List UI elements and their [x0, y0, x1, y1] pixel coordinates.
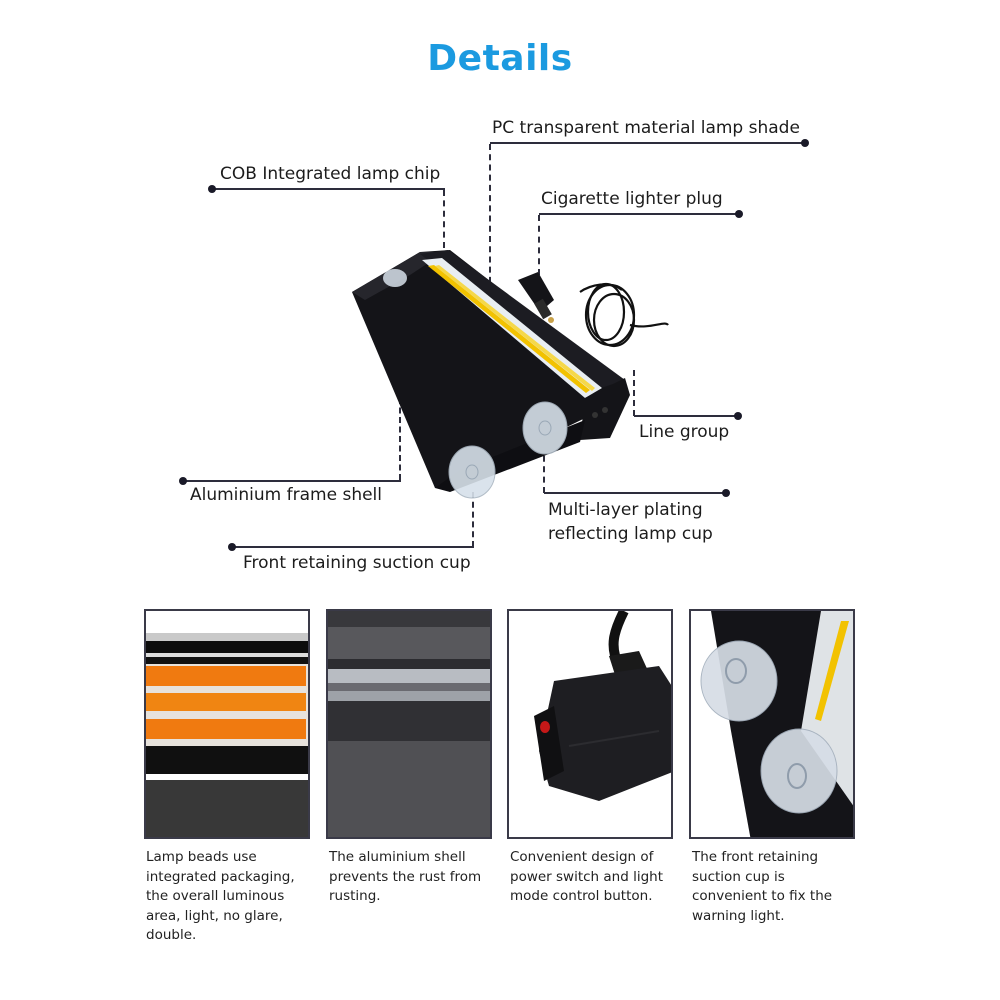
caption-line: Lamp beads use	[146, 849, 257, 865]
caption-line: convenient to fix the	[692, 888, 833, 904]
callout-pc-shade-leader	[489, 144, 491, 334]
caption-aluminium-shell: The aluminium shell prevents the rust fr…	[329, 848, 509, 907]
callout-cob-chip-label: COB Integrated lamp chip	[220, 164, 441, 184]
panel-suction-cups-image	[689, 609, 855, 839]
callout-cob-chip-leader	[443, 190, 445, 300]
callout-pc-shade-label: PC transparent material lamp shade	[492, 118, 800, 138]
callout-lighter-plug-label: Cigarette lighter plug	[541, 189, 723, 209]
caption-line: The front retaining	[692, 849, 819, 865]
callout-plating-line	[544, 492, 726, 494]
callout-line-group-label: Line group	[639, 422, 730, 442]
callout-dot-icon	[734, 412, 742, 420]
warning-light-product-image	[340, 230, 680, 500]
callout-frame-shell-label: Aluminium frame shell	[190, 485, 382, 505]
caption-line: power switch and light	[510, 868, 664, 885]
callout-line-group-line	[634, 415, 738, 417]
caption-line: suction cup is	[692, 868, 785, 885]
callout-dot-icon	[722, 489, 730, 497]
callout-line-group-leader	[633, 370, 635, 416]
cable-coil-icon	[579, 282, 669, 348]
page-title: Details	[427, 38, 573, 79]
caption-line: integrated packaging,	[146, 868, 295, 885]
panel-power-switch-image	[507, 609, 673, 839]
caption-line: warning light.	[692, 907, 785, 924]
callout-suction-cup-label: Front retaining suction cup	[243, 553, 471, 573]
callout-suction-cup-line	[232, 546, 474, 548]
caption-line: prevents the rust from	[329, 868, 482, 885]
caption-lamp-beads: Lamp beads use integrated packaging, the…	[146, 848, 326, 946]
caption-line: double.	[146, 927, 197, 943]
caption-suction-cups: The front retaining suction cup is conve…	[692, 848, 872, 926]
callout-dot-icon	[735, 210, 743, 218]
callout-suction-cup-leader	[472, 492, 474, 547]
callout-dot-icon	[228, 543, 236, 551]
callout-dot-icon	[208, 185, 216, 193]
caption-line: mode control button.	[510, 888, 653, 904]
caption-line: the overall luminous	[146, 888, 285, 904]
callout-pc-shade-line	[490, 142, 805, 144]
caption-line: Convenient design of	[510, 849, 654, 865]
callout-lighter-plug-line	[539, 213, 739, 215]
callout-plating-leader	[543, 435, 545, 493]
lighter-plug-icon	[518, 272, 554, 323]
callout-plating-label-1: Multi-layer plating	[548, 500, 703, 520]
callout-cob-chip-line	[212, 188, 445, 190]
panel-lamp-beads-image	[144, 609, 310, 839]
caption-line: The aluminium shell	[329, 849, 466, 865]
callout-frame-shell-leader	[399, 398, 401, 480]
caption-line: area, light, no glare,	[146, 907, 283, 924]
callout-dot-icon	[801, 139, 809, 147]
panel-aluminium-shell-image	[326, 609, 492, 839]
callout-plating-label-2: reflecting lamp cup	[548, 524, 713, 544]
caption-power-switch: Convenient design of power switch and li…	[510, 848, 690, 907]
callout-frame-shell-line	[183, 480, 401, 482]
suction-cup-icon	[383, 269, 568, 499]
callout-dot-icon	[179, 477, 187, 485]
callout-lighter-plug-leader	[538, 215, 540, 275]
caption-line: rusting.	[329, 888, 381, 904]
